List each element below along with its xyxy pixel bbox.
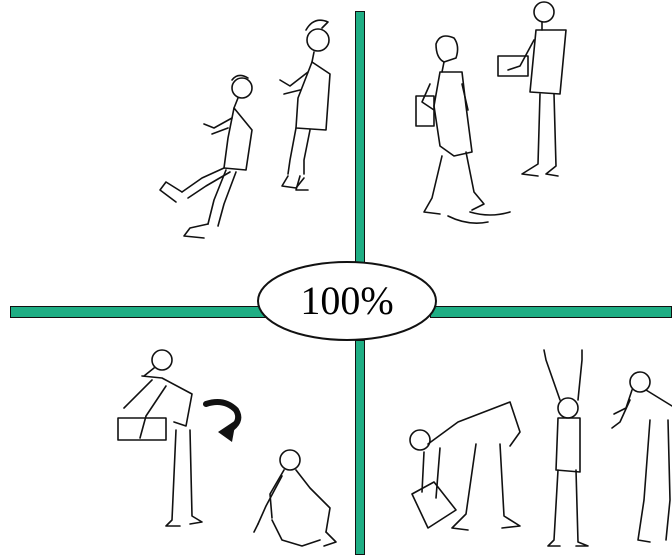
bending-figure-with-box (410, 402, 520, 530)
perched-figure (280, 20, 330, 190)
center-percentage-label: 100% (256, 260, 438, 342)
twist-arrow-icon (206, 402, 238, 442)
reaching-up-figure (544, 350, 588, 546)
walking-woman-with-box-figure (416, 36, 510, 223)
man-lifting-box-figure (118, 350, 202, 526)
crouching-figure (254, 450, 336, 546)
seated-man-figure (160, 75, 252, 238)
standing-man-with-box-figure (498, 2, 566, 176)
leaning-figure (612, 372, 672, 542)
center-ellipse: 100% (256, 260, 438, 342)
